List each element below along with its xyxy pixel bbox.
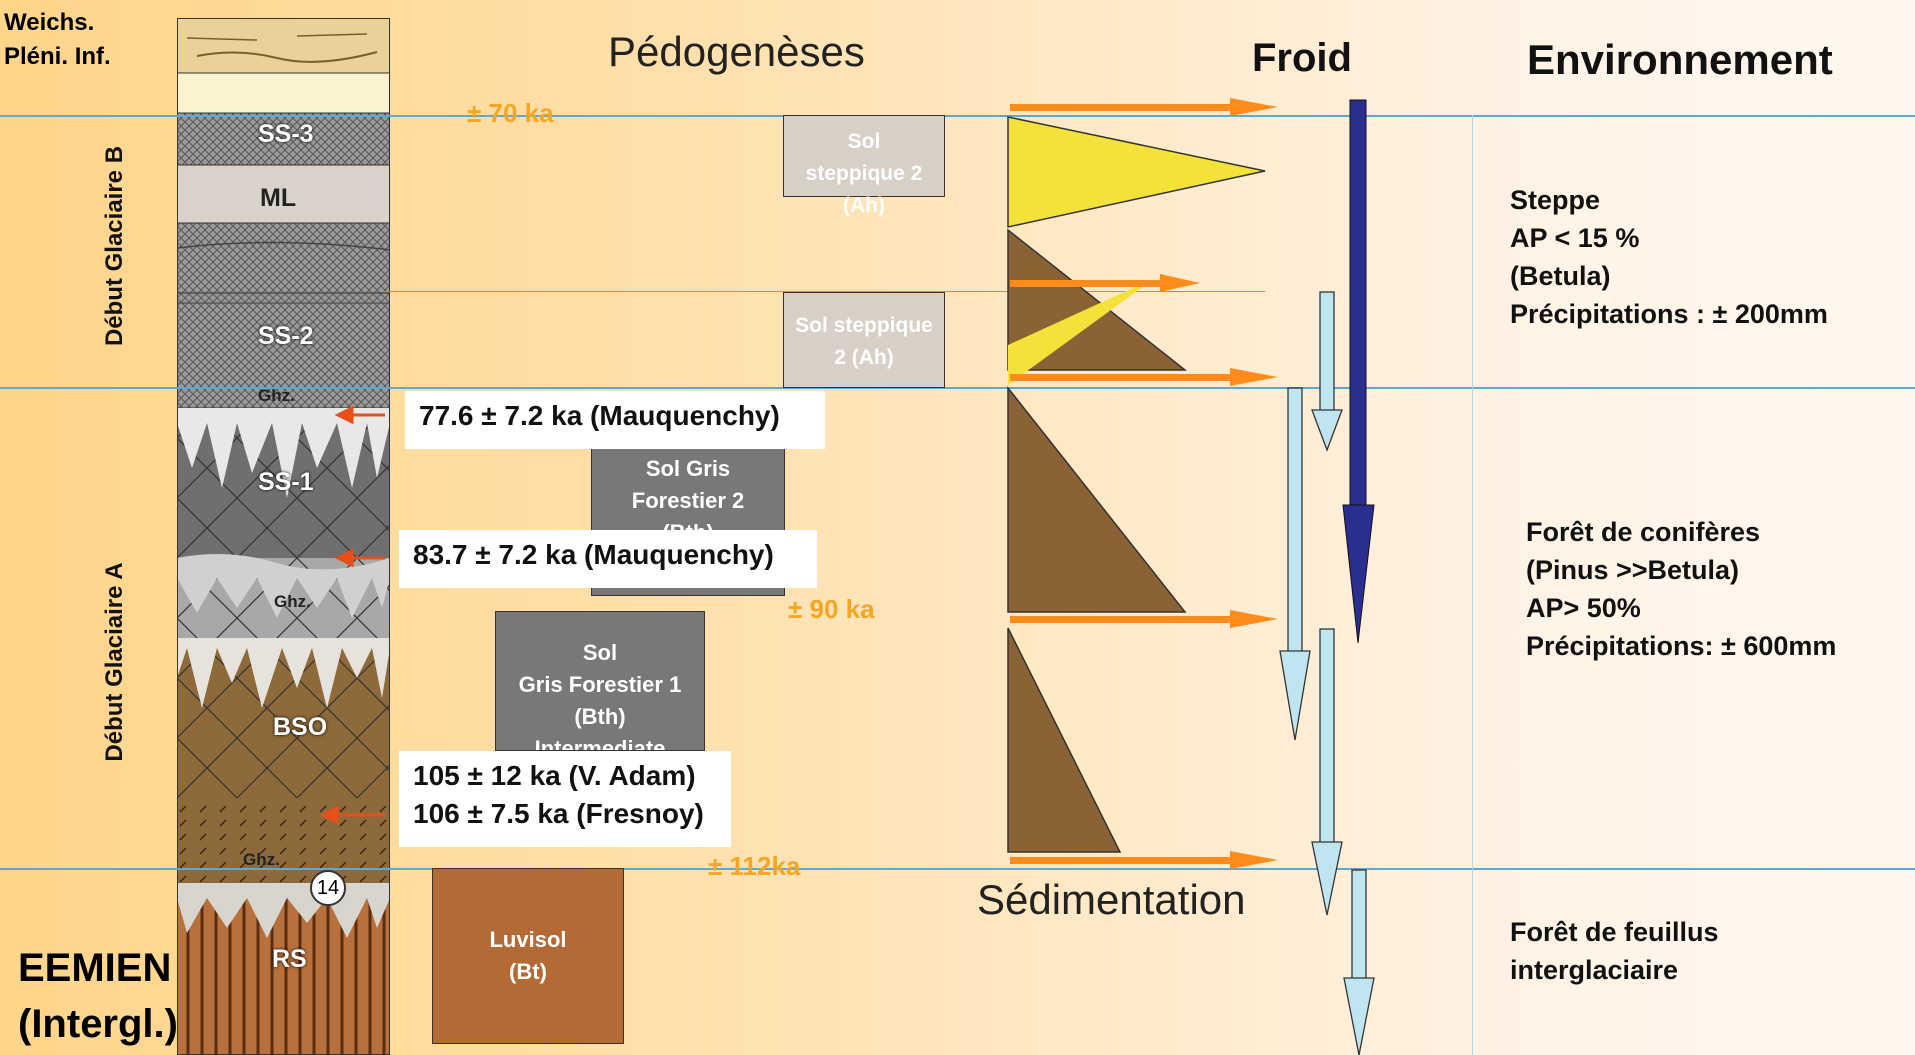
date-box-105ka: 105 ± 12 ka (V. Adam) 106 ± 7.5 ka (Fres… [399,751,731,847]
sample-arrow-1 [334,405,385,425]
boundary-line-70ka [0,115,1915,117]
sedimentation-arrow-2 [1010,274,1200,292]
layer-rs-label: RS [272,945,307,973]
soil-luvisol: Luvisol (Bt) [432,868,624,1044]
brown-triangle-conifers [1007,385,1187,613]
cold-arrow-ss2 [1311,291,1343,452]
steppe-triangle-mid [1008,278,1155,385]
sedimentation-arrow-5 [1010,851,1278,869]
period-eemien: EEMIEN (Intergl.) [18,946,178,1046]
sample-arrow-3 [319,805,385,825]
cold-arrow-main [1342,99,1375,644]
layer-ghz3-label: Ghz. [243,850,280,869]
sample-14-label: 14 [316,876,340,899]
layer-ghz2-label: Ghz. [274,592,311,611]
cold-arrow-ss1 [1279,387,1311,741]
soil-steppique-2-upper: Sol steppique 2 (Ah) [783,115,945,217]
label-sedimentation: Sédimentation [977,876,1246,923]
sample-arrow-2 [334,548,385,568]
age-70ka: ± 70 ka [467,98,554,128]
cold-arrow-bso [1311,628,1343,916]
environment-feuillus: Forêt de feuillus interglaciaire [1510,917,1719,985]
sedimentation-arrow-4 [1010,610,1278,628]
soil-gris-forestier-1: Sol Gris Forestier 1 (Bth) Intermediate [495,611,705,751]
brown-triangle-lower [1007,627,1122,853]
environment-conifers: Forêt de conifères (Pinus >>Betula) AP> … [1526,517,1837,661]
age-90ka: ± 90 ka [788,594,875,624]
age-112ka: ± 112ka [708,851,801,881]
boundary-line-112ka [0,868,1915,870]
layer-ss2-label: SS-2 [258,322,314,350]
layer-ss3-label: SS-3 [258,120,314,148]
sedimentation-arrow-3 [1010,368,1278,386]
sedimentation-arrow-1 [1010,98,1278,116]
header-environnement: Environnement [1527,36,1833,83]
sample-14-marker: 14 [310,870,346,906]
cold-arrow-eemien [1343,869,1375,1055]
boundary-line-ss2 [380,291,1265,292]
layer-ss1-label: SS-1 [258,468,314,496]
layer-bso-label: BSO [273,713,328,741]
date-box-83-7ka: 83.7 ± 7.2 ka (Mauquenchy) [399,530,817,588]
layer-ml-label: ML [260,184,297,212]
steppe-triangle-upper [1007,116,1266,228]
environment-steppe: Steppe AP < 15 % (Betula) Précipitations… [1510,185,1828,329]
period-weichs: Weichs. Pléni. Inf. [4,9,111,70]
header-froid: Froid [1252,36,1352,80]
header-pedogeneses: Pédogenèses [608,28,865,75]
boundary-line-debut-a [0,387,1915,389]
layer-ghz1-label: Ghz. [258,386,295,405]
soil-steppique-2-lower: Sol steppique 2 (Ah) [783,292,945,388]
environment-divider [1472,115,1473,1055]
date-box-77-6ka: 77.6 ± 7.2 ka (Mauquenchy) [405,391,825,449]
